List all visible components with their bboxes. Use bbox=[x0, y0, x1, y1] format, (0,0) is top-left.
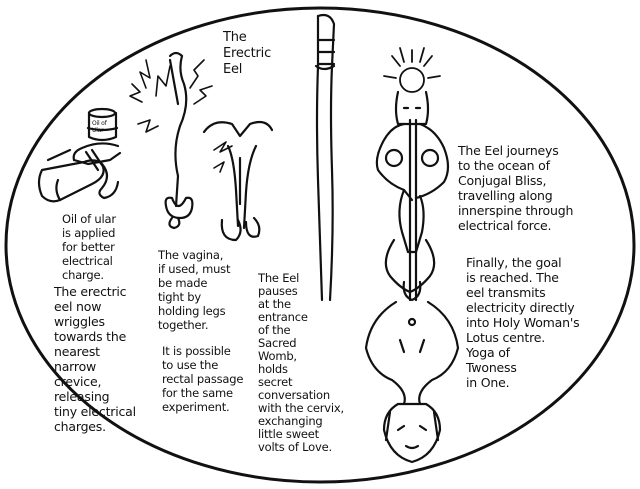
sun-icon bbox=[383, 47, 441, 93]
caption-wriggles: The erectric eel now wriggles towards th… bbox=[54, 284, 136, 434]
eel-figure-1 bbox=[164, 51, 194, 230]
caption-rectal: It is possible to use the rectal passage… bbox=[162, 344, 244, 414]
eel-figure-2 bbox=[202, 120, 274, 242]
caption-pauses: The Eel pauses at the entrance of the Sa… bbox=[258, 271, 344, 454]
caption-finally: Finally, the goal is reached. The eel tr… bbox=[466, 255, 580, 390]
caption-oil: Oil of ular is applied for better electr… bbox=[62, 212, 116, 282]
page-title: The Erectric Eel bbox=[223, 30, 272, 77]
eel-figure-3 bbox=[314, 13, 336, 302]
oval-frame bbox=[4, 6, 636, 484]
spark-icon bbox=[129, 59, 233, 173]
woman-figure-upper bbox=[375, 90, 450, 302]
caption-vagina: The vagina, if used, must be made tight … bbox=[158, 248, 231, 332]
caption-journeys: The Eel journeys to the ocean of Conjuga… bbox=[458, 143, 574, 233]
woman-figure-lower bbox=[364, 238, 460, 464]
jar-icon bbox=[86, 107, 119, 142]
jar-label: Oil of Ular bbox=[92, 120, 107, 134]
phallus-figure bbox=[37, 142, 122, 203]
